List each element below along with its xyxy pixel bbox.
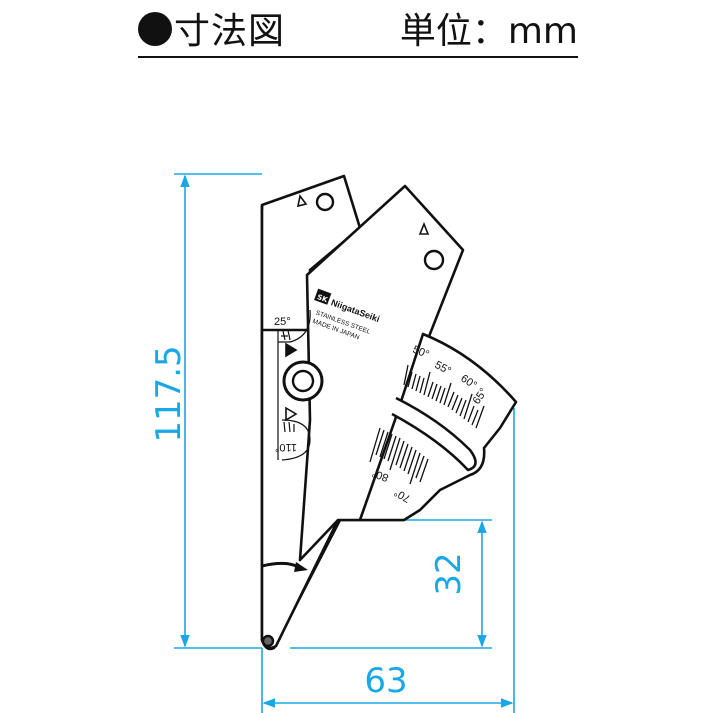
triangle-markers [285,194,430,422]
svg-text:SK: SK [316,293,329,304]
bullet-icon [138,12,172,46]
inner-height-dimension: 32 [429,552,469,595]
header-divider [138,56,578,58]
upper-scale-ticks [403,364,485,429]
header: 寸法図 単位：mm [138,0,578,60]
scale-label-80: 80° [370,467,390,484]
arrow-head-icon [294,562,308,572]
left-scale [277,309,311,461]
scale-label-110: 110° [275,441,297,453]
dimension-lines [174,173,515,713]
width-dimension: 63 [364,661,407,701]
lower-scale-ticks [369,427,429,485]
section-title: 寸法図 [138,2,285,54]
unit-label: 単位：mm [399,11,578,52]
arc-scale [358,332,518,522]
scale-label-50: 50° [411,344,431,361]
scale-label-25: 25° [274,316,291,328]
height-dimension: 117.5 [149,345,189,442]
sk-logo-icon [314,288,332,305]
holes [261,192,445,648]
title-text: 寸法図 [174,11,286,52]
